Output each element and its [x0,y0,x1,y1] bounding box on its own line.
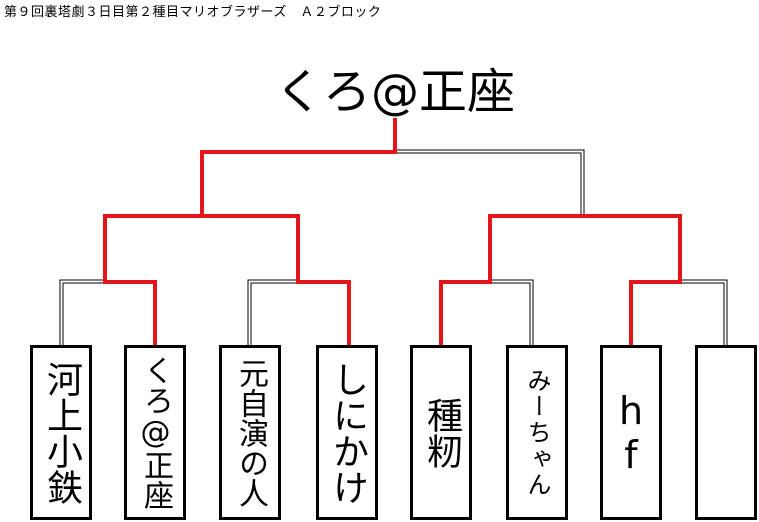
player-box-6: みーちゃん [506,345,568,520]
player-name-4: しにかけ [327,360,368,505]
player-name-6: みーちゃん [523,367,551,498]
player-name-5: 種籾 [421,396,462,469]
player-name-2: くろ@正座 [138,355,173,510]
winner-name: くろ@正座 [274,64,515,120]
bracket-lines-double [59,149,728,345]
page-title: 第９回裏塔劇３日目第２種目マリオブラザーズ Ａ２ブロック [4,5,382,20]
player-box-1: 河上小鉄 [30,345,92,520]
win-path-hf [584,214,682,345]
player-box-3: 元自演の人 [219,345,281,520]
line-r1d [680,279,728,345]
win-path-tanemomi [439,214,584,345]
win-path-kuro [103,118,397,345]
line-r1c [490,279,534,345]
line-top-right [393,149,585,215]
player-box-7: hf [600,345,662,520]
player-name-3: 元自演の人 [233,357,268,508]
player-box-8 [695,345,757,520]
line-r1b [247,279,300,345]
win-path-shinikake [202,214,351,345]
line-r1a [59,279,105,345]
player-box-5: 種籾 [410,345,472,520]
bracket-lines-winner [103,118,682,345]
player-box-2: くろ@正座 [124,345,186,520]
player-name-7: hf [609,388,653,477]
player-name-1: 河上小鉄 [41,360,82,505]
player-box-4: しにかけ [316,345,378,520]
